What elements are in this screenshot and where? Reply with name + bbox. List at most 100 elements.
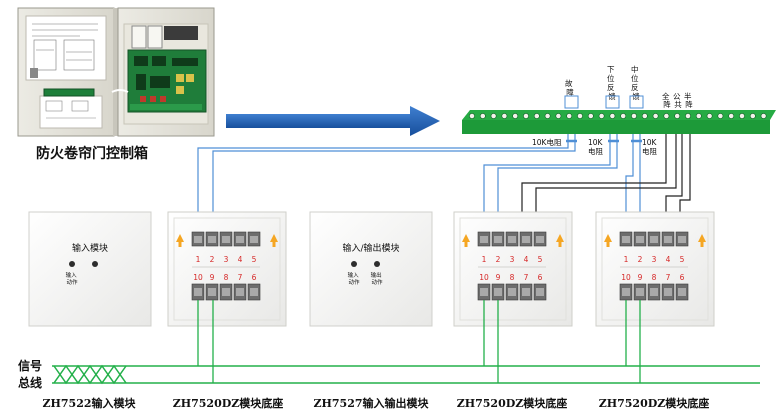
- label-down-l2: 位: [607, 73, 615, 83]
- terminal-screw-icon: [250, 236, 258, 243]
- terminal-screw-icon: [250, 288, 258, 296]
- label-common-l1: 公: [673, 92, 681, 101]
- led-label: 输出 动作: [371, 271, 384, 286]
- up-arrow-icon: [556, 234, 564, 242]
- caption-module-4: ZH7520DZ模块底座: [457, 396, 568, 410]
- terminal-number: 2: [496, 255, 501, 264]
- terminal-screw-icon: [652, 113, 659, 119]
- terminal-screw-icon: [622, 236, 630, 243]
- up-arrow-icon: [464, 242, 468, 247]
- label-common: 公 共: [673, 92, 683, 109]
- terminal-screw-icon: [598, 113, 605, 119]
- terminal-screw-icon: [749, 113, 756, 119]
- terminal-screw-icon: [566, 113, 573, 119]
- terminal-screw-icon: [522, 288, 530, 296]
- caption-module-5: ZH7520DZ模块底座: [599, 396, 710, 410]
- terminal-screw-icon: [577, 113, 583, 119]
- wire-down-b: [497, 134, 618, 238]
- module-captions: ZH7522输入模块 ZH7520DZ模块底座 ZH7527输入输出模块 ZH7…: [42, 396, 709, 410]
- resistor-3-l1: 10K: [642, 138, 658, 147]
- terminal-screw-icon: [522, 236, 530, 243]
- terminal-number: 3: [510, 255, 515, 264]
- caption-module-1: ZH7522输入模块: [42, 396, 136, 410]
- terminal-screw-icon: [717, 113, 724, 119]
- terminal-screw-icon: [663, 113, 670, 119]
- terminal-screw-icon: [631, 113, 637, 119]
- terminal-number: 2: [210, 255, 215, 264]
- up-arrow-icon: [604, 234, 612, 242]
- terminal-screw-icon: [650, 236, 658, 243]
- terminal-screw-icon: [664, 236, 672, 243]
- terminal-screw-icon: [490, 113, 497, 119]
- led-icon: [92, 261, 98, 267]
- terminal-screw-icon: [544, 113, 551, 119]
- terminal-number: 1: [482, 255, 487, 264]
- terminal-screw-icon: [664, 288, 672, 296]
- terminal-screw-icon: [480, 236, 488, 243]
- wire-down-a: [483, 134, 611, 238]
- resistor-2-l1: 10K: [588, 138, 604, 147]
- twisted-pair-icon: [53, 364, 127, 385]
- label-mid-l1: 中: [631, 64, 639, 74]
- label-half-l2: 降: [685, 99, 693, 109]
- led-io1-l2: 动作: [348, 278, 360, 286]
- fire-shutter-control-cabinet: [17, 7, 215, 137]
- terminal-screw-icon: [533, 113, 540, 119]
- label-down-l3: 反: [607, 82, 615, 92]
- terminal-screw-icon: [479, 113, 486, 119]
- label-full-l1: 全: [662, 91, 670, 101]
- resistor-label-3: 10K 电阻: [642, 138, 659, 156]
- led-label: 输入 动作: [348, 271, 361, 286]
- terminal-number: 1: [624, 255, 629, 264]
- terminal-screw-icon: [622, 288, 630, 296]
- terminal-screw-icon: [469, 113, 475, 119]
- cabinet-title: 防火卷帘门控制箱: [36, 145, 148, 162]
- terminal-screw-icon: [512, 113, 519, 119]
- base-plate: [595, 211, 715, 327]
- terminal-screw-icon: [194, 288, 202, 296]
- terminal-screw-icon: [508, 236, 516, 243]
- up-arrow-icon: [698, 234, 706, 242]
- resistor-labels: 10K电阻 10K 电阻 10K 电阻: [532, 137, 659, 156]
- terminal-number: 10: [479, 273, 489, 282]
- wire-mid-a: [625, 134, 634, 238]
- bus-label-line1: 信号: [18, 358, 42, 373]
- terminal-number: 9: [638, 273, 643, 282]
- resistor-3-l2: 电阻: [642, 146, 657, 156]
- terminal-number: 6: [680, 273, 685, 282]
- terminal-screw-icon: [494, 288, 502, 296]
- terminal-screw-icon: [609, 113, 616, 119]
- terminal-screw-icon: [678, 288, 686, 296]
- terminal-screw-icon: [536, 288, 544, 296]
- label-fault: 故 障: [565, 78, 575, 97]
- terminal-number: 9: [210, 273, 215, 282]
- resistor-2-l2: 电阻: [588, 146, 603, 156]
- terminal-screw-icon: [587, 113, 594, 119]
- terminal-screw-icon: [208, 236, 216, 243]
- terminal-number: 3: [652, 255, 657, 264]
- module-input-title: 输入模块: [72, 242, 108, 254]
- terminal-number: 4: [666, 255, 671, 264]
- led-io1-l1: 输入: [348, 271, 360, 279]
- led1-l2: 动作: [66, 278, 78, 286]
- terminal-screw-icon: [739, 113, 745, 119]
- up-arrow-icon: [178, 242, 182, 247]
- base-plate: [167, 211, 287, 327]
- led-icon: [351, 261, 357, 267]
- terminal-number: 5: [538, 255, 543, 264]
- caption-module-3: ZH7527输入输出模块: [313, 396, 429, 410]
- terminal-strip: [462, 110, 776, 134]
- terminal-screw-icon: [194, 236, 202, 243]
- terminal-screw-icon: [641, 113, 648, 119]
- terminal-screws: [469, 113, 767, 119]
- base-plate: [453, 211, 573, 327]
- terminal-number: 8: [652, 273, 657, 282]
- terminal-screw-icon: [674, 113, 681, 119]
- terminal-number: 2: [638, 255, 643, 264]
- terminal-screw-icon: [695, 113, 702, 119]
- base-inner-frame: [459, 217, 567, 321]
- terminal-screw-icon: [636, 288, 644, 296]
- terminal-screw-icon: [536, 236, 544, 243]
